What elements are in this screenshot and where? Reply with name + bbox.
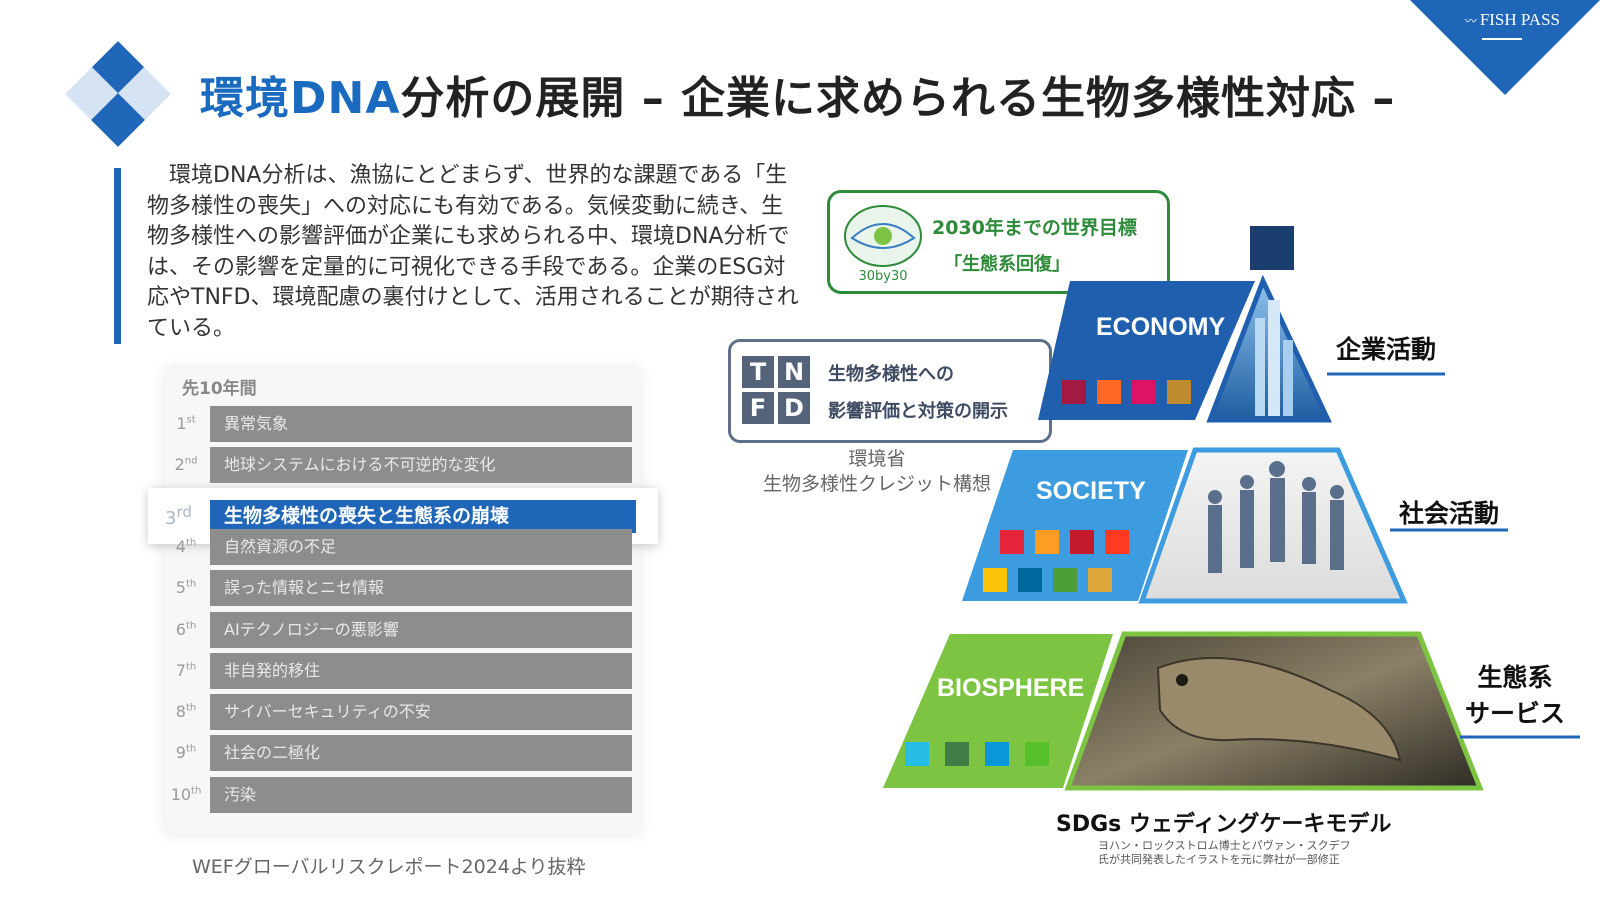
biosphere-side-label: 生態系 サービス — [1455, 660, 1575, 732]
sdg-12-icon — [1167, 380, 1191, 404]
risk-rank: 9th — [175, 743, 197, 762]
people-figures — [1208, 461, 1344, 573]
economy-label: ECONOMY — [1096, 313, 1226, 341]
sdg-4-icon — [1070, 530, 1094, 554]
risk-rank: 8th — [175, 702, 197, 721]
risk-source: WEFグローバルリスクレポート2024より抜粋 — [192, 856, 586, 878]
risk-rank: 5th — [175, 578, 197, 597]
tnfd-letter-t: T — [742, 356, 774, 388]
sdg-6-icon — [905, 742, 929, 766]
city-building-3 — [1283, 340, 1293, 416]
sdg-11-icon — [1035, 530, 1059, 554]
fish-shape — [1156, 656, 1402, 762]
biosphere-label: BIOSPHERE — [937, 674, 1085, 702]
brand-corner — [1410, 0, 1600, 95]
model-credit: ヨハン・ロックストロム博士とパヴァン・スクデフ氏が共同発表したイラストを元に弊社… — [1098, 839, 1351, 867]
risk-bar: AIテクノロジーの悪影響 — [210, 612, 632, 648]
tnfd-line-1: 生物多様性への — [828, 364, 954, 385]
goal-title: 2030年までの世界目標 — [932, 217, 1137, 239]
risk-rank: 10th — [170, 785, 202, 804]
risk-bar: サイバーセキュリティの不安 — [210, 694, 632, 730]
sdg-17-icon — [1250, 226, 1294, 270]
credit-line-1: ヨハン・ロックストロム博士とパヴァン・スクデフ — [1098, 839, 1351, 852]
goal-subtitle: 「生態系回復」 — [944, 254, 1070, 275]
city-building-1 — [1255, 318, 1265, 416]
risk-bar: 社会の二極化 — [210, 735, 632, 771]
sdg-2-icon — [1088, 568, 1112, 592]
risk-bar: 自然資源の不足 — [210, 529, 632, 565]
intro-accent-bar — [114, 168, 121, 344]
risk-list-heading: 先10年間 — [182, 379, 257, 399]
sdg-13-icon — [945, 742, 969, 766]
moe-line-1: 環境省 — [848, 448, 906, 470]
society-side-label: 社会活動 — [1398, 499, 1499, 528]
moe-caption: 環境省生物多様性クレジット構想 — [742, 447, 1012, 497]
sdg-14-icon — [985, 742, 1009, 766]
risk-bar: 異常気象 — [210, 406, 632, 442]
fish-icon: 〰 — [1464, 14, 1480, 28]
sdg-15-icon — [1025, 742, 1049, 766]
tnfd-line-2: 影響評価と対策の開示 — [828, 401, 1008, 422]
tnfd-letter-n: N — [778, 356, 810, 388]
page-title: 環境DNA分析の展開 – 企業に求められる生物多様性対応 – — [200, 73, 1396, 124]
risk-bar-highlight: 生物多様性の喪失と生態系の崩壊 — [210, 500, 636, 533]
risk-bar: 非自発的移住 — [210, 653, 632, 689]
risk-rank: 7th — [175, 661, 197, 680]
economy-panel — [1038, 281, 1255, 420]
fish-eye — [1176, 674, 1188, 686]
society-panel — [962, 450, 1188, 601]
economy-side-label: 企業活動 — [1335, 335, 1436, 364]
risk-rank: 1st — [176, 414, 196, 433]
sdg-10-icon — [1132, 380, 1156, 404]
sdg-5-icon — [1105, 530, 1129, 554]
brand-name: 〰 FISH PASS — [1464, 10, 1560, 29]
tnfd-callout — [728, 339, 1052, 443]
biosphere-side-line-1: 生態系 — [1477, 663, 1553, 692]
tnfd-letter-f: F — [742, 392, 774, 424]
sdg-1-icon — [1000, 530, 1024, 554]
model-title: SDGs ウェディングケーキモデル — [1056, 812, 1392, 837]
sdg-7-icon — [983, 568, 1007, 592]
sdg-16-icon — [1018, 568, 1042, 592]
30by30-logo: 30by30 — [844, 205, 922, 284]
biosphere-side-line-2: サービス — [1464, 699, 1565, 728]
risk-rank: 3rd — [165, 503, 192, 529]
risk-bar: 汚染 — [210, 777, 632, 813]
city-building-2 — [1268, 300, 1280, 416]
society-label: SOCIETY — [1036, 477, 1146, 505]
sdg-9-icon — [1097, 380, 1121, 404]
credit-line-2: 氏が共同発表したイラストを元に弊社が一部修正 — [1098, 853, 1340, 866]
biosphere-panel — [883, 634, 1113, 788]
risk-rank: 4th — [175, 537, 197, 556]
risk-rank: 2nd — [174, 455, 198, 474]
brand-underline — [1482, 38, 1522, 40]
sdg-8-icon — [1062, 380, 1086, 404]
risk-bar: 地球システムにおける不可逆的な変化 — [210, 447, 632, 483]
moe-line-2: 生物多様性クレジット構想 — [762, 473, 991, 495]
risk-bar: 誤った情報とニセ情報 — [210, 570, 632, 606]
intro-text: 環境DNA分析は、漁協にとどまらず、世界的な課題である「生物多様性の喪失」への対… — [147, 163, 799, 341]
sdg-3-icon — [1053, 568, 1077, 592]
risk-rank: 6th — [175, 620, 197, 639]
tnfd-letter-d: D — [778, 392, 810, 424]
30by30-logo-text: 30by30 — [858, 269, 907, 284]
